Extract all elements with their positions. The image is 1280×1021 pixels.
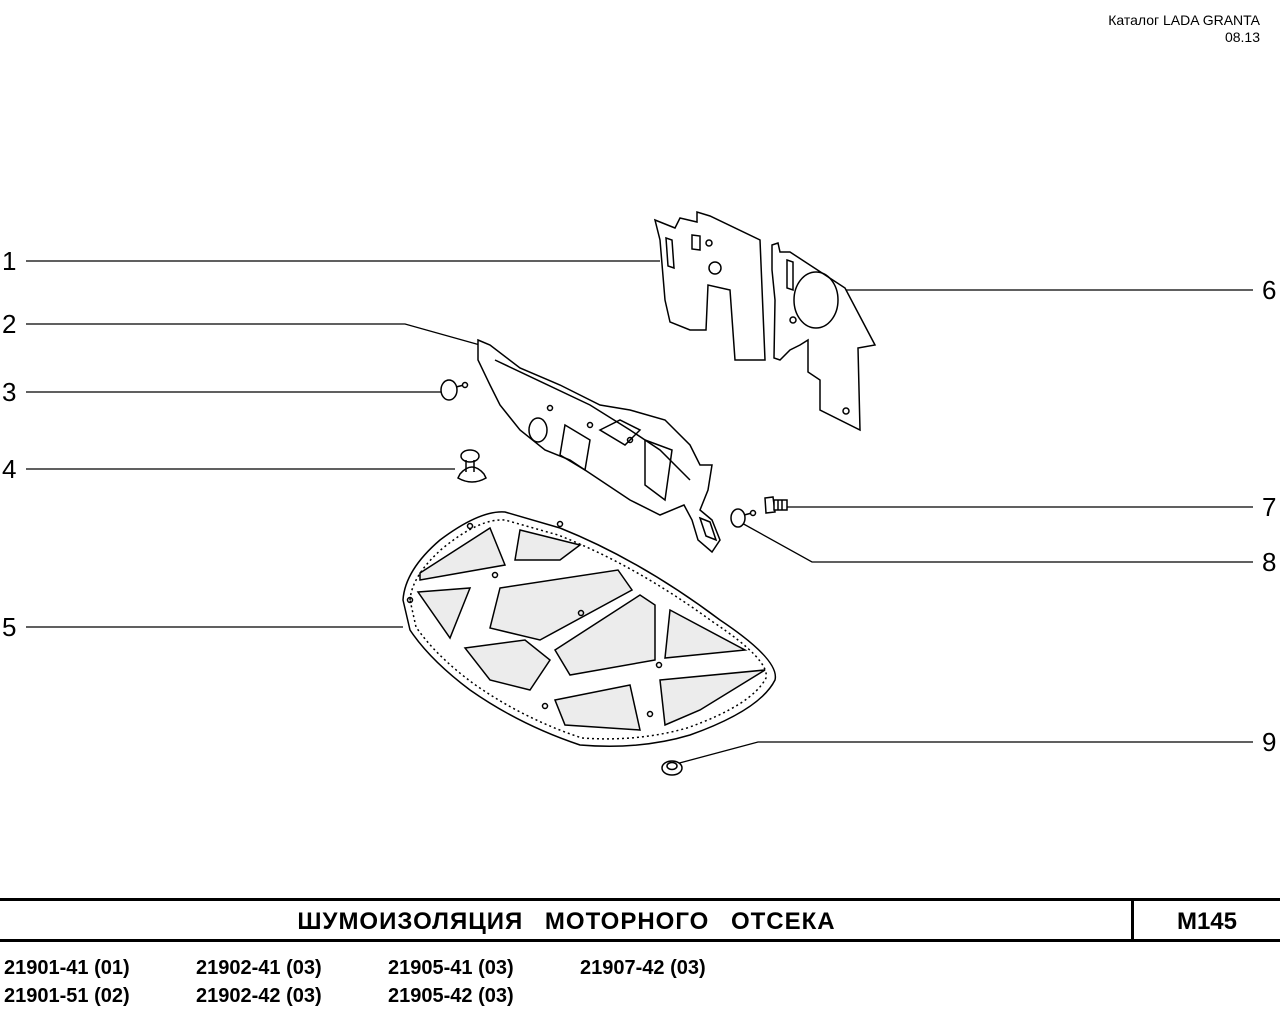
part-4-clip bbox=[457, 449, 487, 483]
model-code: 21905-42 (03) bbox=[388, 985, 514, 1007]
callout-5: 5 bbox=[2, 612, 16, 642]
callout-1: 1 bbox=[2, 246, 16, 276]
catalog-date: 08.13 bbox=[1224, 29, 1260, 45]
model-code: 21901-41 (01) bbox=[4, 957, 130, 979]
model-list: 21901-41 (01) 21902-41 (03) 21905-41 (03… bbox=[4, 956, 904, 1008]
part-7-screw bbox=[764, 496, 788, 514]
model-code bbox=[580, 984, 772, 1008]
parts-diagram: 1 2 3 4 5 6 7 8 9 bbox=[2, 210, 1276, 776]
callout-numbers: 1 2 3 4 5 6 7 8 9 bbox=[2, 246, 1276, 757]
page-code: М145 bbox=[1176, 908, 1238, 935]
model-code: 21901-51 (02) bbox=[4, 985, 130, 1007]
part-9-fastener bbox=[661, 760, 683, 776]
model-code: 21905-41 (03) bbox=[388, 957, 514, 979]
title-bar: ШУМОИЗОЛЯЦИЯ МОТОРНОГО ОТСЕКА М145 bbox=[0, 898, 1280, 942]
leader-line-9 bbox=[671, 741, 1253, 766]
model-code: 21902-42 (03) bbox=[196, 985, 322, 1007]
part-8-pin bbox=[730, 508, 757, 528]
callout-4: 4 bbox=[2, 454, 16, 484]
model-code: 21902-41 (03) bbox=[196, 957, 322, 979]
catalog-title: Каталог LADA GRANTA bbox=[1108, 12, 1260, 28]
part-3-plug bbox=[440, 379, 469, 401]
part-6-insulation-panel bbox=[771, 242, 877, 432]
part-5-hood-insulation bbox=[402, 511, 777, 747]
part-1-insulation-panel bbox=[653, 210, 766, 361]
title-divider bbox=[1131, 901, 1134, 939]
leader-line-2 bbox=[26, 323, 481, 346]
callout-3: 3 bbox=[2, 377, 16, 407]
callout-2: 2 bbox=[2, 309, 16, 339]
diagram-title: ШУМОИЗОЛЯЦИЯ МОТОРНОГО ОТСЕКА bbox=[297, 908, 836, 935]
catalog-header: Каталог LADA GRANTA 08.13 bbox=[1108, 12, 1260, 46]
leader-line-8 bbox=[739, 521, 1253, 563]
callout-8: 8 bbox=[1262, 547, 1276, 577]
model-code: 21907-42 (03) bbox=[580, 957, 706, 979]
callout-6: 6 bbox=[1262, 275, 1276, 305]
callout-9: 9 bbox=[1262, 727, 1276, 757]
part-2-cowl-insulation bbox=[477, 338, 721, 554]
callout-7: 7 bbox=[1262, 492, 1276, 522]
